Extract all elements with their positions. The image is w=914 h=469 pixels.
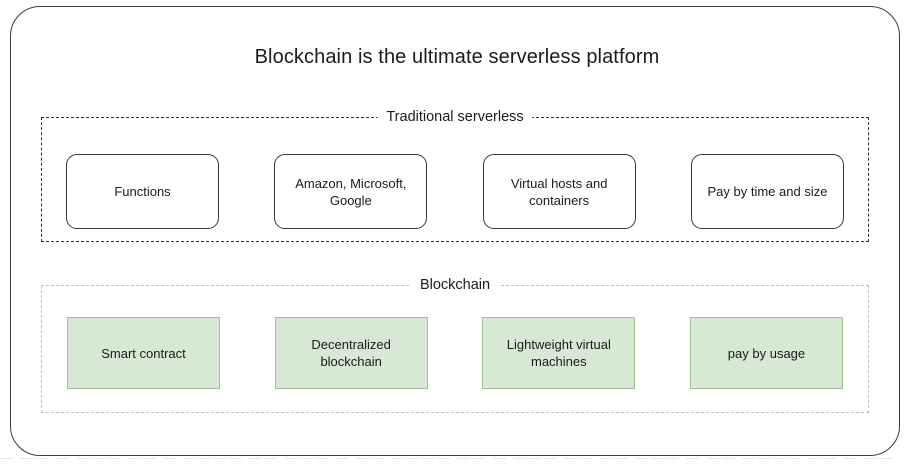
node-functions[interactable]: Functions bbox=[66, 154, 219, 229]
node-pay-by-usage[interactable]: pay by usage bbox=[689, 317, 843, 389]
group-blockchain: Blockchain bbox=[41, 276, 869, 413]
group-label-blockchain: Blockchain bbox=[410, 276, 500, 295]
node-row-blockchain: Smart contract Decentralized blockchain … bbox=[67, 317, 843, 389]
node-pay-by-time-and-size[interactable]: Pay by time and size bbox=[690, 154, 844, 229]
node-smart-contract[interactable]: Smart contract bbox=[67, 317, 220, 389]
node-lightweight-virtual-machines[interactable]: Lightweight virtual machines bbox=[482, 317, 636, 389]
node-decentralized-blockchain[interactable]: Decentralized blockchain bbox=[274, 317, 428, 389]
node-cloud-providers[interactable]: Amazon, Microsoft, Google bbox=[274, 154, 428, 229]
group-traditional-serverless: Traditional serverless bbox=[41, 108, 869, 242]
clipped-text-artifact: — —— — ——— —— — ———— —— ——— — —— ———— ——… bbox=[0, 458, 914, 469]
node-virtual-hosts-and-containers[interactable]: Virtual hosts and containers bbox=[482, 154, 636, 229]
group-label-traditional-serverless: Traditional serverless bbox=[377, 108, 533, 127]
page-title: Blockchain is the ultimate serverless pl… bbox=[254, 46, 660, 68]
node-row-traditional-serverless: Functions Amazon, Microsoft, Google Virt… bbox=[66, 154, 844, 229]
clipped-text-artifact-line: — —— — ——— —— — ———— —— ——— — —— ———— ——… bbox=[0, 458, 914, 464]
